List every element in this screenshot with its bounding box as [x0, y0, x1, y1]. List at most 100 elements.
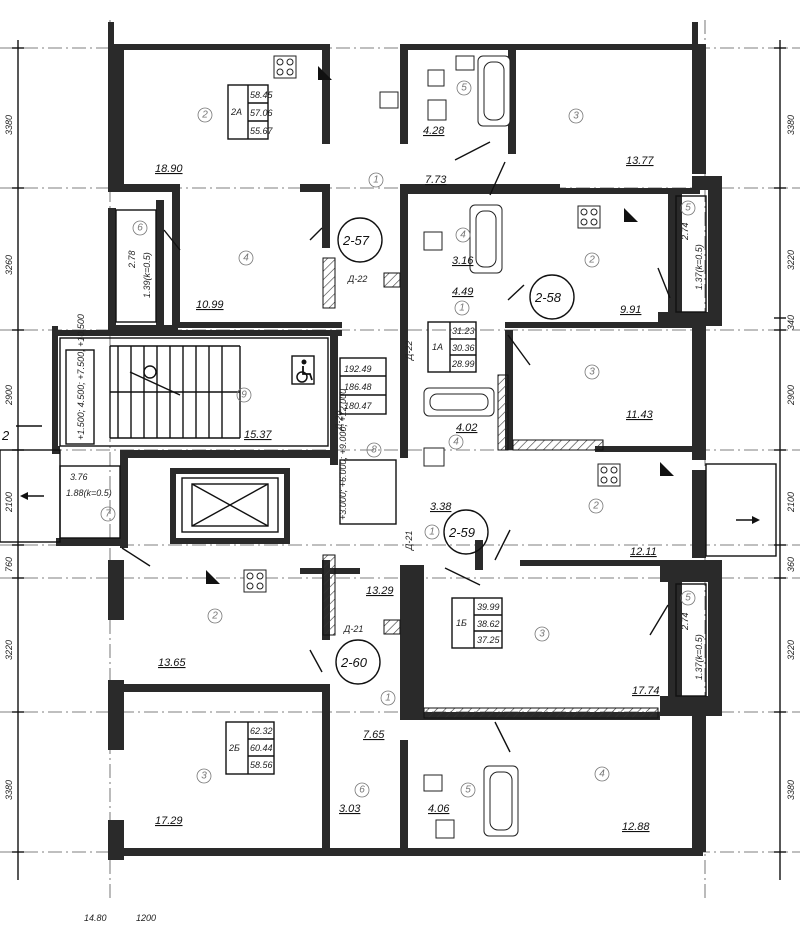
room-area: 3.03: [339, 803, 361, 815]
room-number: 4: [599, 769, 605, 780]
room-number: 6: [359, 785, 365, 796]
table-value: 28.99: [451, 359, 475, 369]
room-area: 17.74: [632, 685, 660, 697]
room-area: 4.28: [423, 125, 445, 137]
level-marks: +1.500; 4.500; +7.500; +10.500 +3.000; +…: [76, 314, 348, 520]
room-area: 3.16: [452, 255, 474, 267]
room-area: 13.65: [158, 657, 186, 669]
dimension: 3220: [4, 640, 14, 660]
door-mark: Д-21: [343, 624, 363, 634]
balcony-coef: 1.88(k=0.5): [66, 488, 112, 498]
room-area: 3.38: [430, 501, 452, 513]
room-number: 9: [241, 390, 247, 401]
door-mark: Д-22: [404, 341, 414, 361]
table-value: 38.62: [477, 619, 500, 629]
walls: [52, 22, 722, 860]
room-area: 7.65: [363, 729, 385, 741]
wheelchair-icon: [291, 355, 315, 385]
room-area: 9.91: [620, 304, 641, 316]
corridor-value: 192.49: [344, 364, 372, 374]
apartment-label: 2-58: [534, 290, 562, 305]
dimension: 3260: [4, 255, 14, 275]
room-number: 4: [460, 230, 466, 241]
dimension: 3220: [786, 640, 796, 660]
room-number: 5: [465, 785, 471, 796]
dimension: 3380: [786, 115, 796, 135]
table-value: 60.44: [250, 743, 273, 753]
balcony-coef: 1.37(k=0.5): [694, 244, 704, 290]
dimension: 2100: [786, 492, 796, 513]
door-mark: Д-21: [404, 531, 414, 551]
table-value: 58.56: [250, 760, 273, 770]
apartment-tables: 2A 58.45 57.06 55.67 1A 31.23 30.36 28.9…: [228, 90, 501, 770]
room-number: 4: [243, 253, 249, 264]
dimension: 3380: [4, 115, 14, 135]
door-mark: Д-20: [334, 411, 344, 431]
apartment-table-frames: [65, 84, 503, 775]
door-swings: [121, 141, 671, 753]
table-value: 39.99: [477, 602, 500, 612]
room-number: 1: [373, 175, 379, 186]
apartment-label: 2-60: [340, 655, 368, 670]
kitchen-stoves: [206, 55, 674, 593]
dimension: 340: [786, 315, 796, 330]
apartment-labels: 2-57 2-58 2-59 2-60: [340, 233, 562, 670]
dimension: 3380: [4, 780, 14, 800]
room-number: 3: [573, 111, 579, 122]
corridor-value: 186.48: [344, 382, 372, 392]
dimension: 3380: [786, 780, 796, 800]
table-value: 57.06: [250, 108, 273, 118]
apartment-markers: [335, 217, 575, 685]
lift-levels: +3.000; +6.000; +9.000; +12.000: [338, 389, 348, 520]
exit-arrows: [20, 492, 760, 524]
room-area: 4.49: [452, 286, 473, 298]
balcony-labels: 2.78 1.39(k=0.5) 2.74 1.37(k=0.5) 2.74 1…: [66, 222, 704, 680]
door-marks: Д-22 Д-22 Д-20 Д-21 Д-21: [334, 274, 414, 634]
dimensions-right: 3380 3220 340 2900 2100 360 3220 3380: [786, 115, 796, 800]
elevator: [181, 477, 279, 533]
table-type: 2A: [230, 107, 242, 117]
room-area: 12.88: [622, 821, 650, 833]
apartment-label: 2-59: [448, 525, 475, 540]
room-numbers: 2 3 5 1 6 4 4 2 1 5 9 3 4 8 1 2 7 2 3 5 …: [100, 80, 696, 798]
room-area: 15.37: [244, 429, 272, 441]
room-number: 3: [589, 367, 595, 378]
room-area: 17.29: [155, 815, 183, 827]
room-number: 5: [461, 83, 467, 94]
room-area: 4.06: [428, 803, 450, 815]
table-value: 30.36: [452, 343, 475, 353]
dimension: 2100: [4, 492, 14, 513]
room-area: 13.29: [366, 585, 394, 597]
balcony-area: 2.78: [127, 250, 137, 269]
table-type: 2Б: [228, 743, 240, 753]
dimension-lines: [12, 40, 786, 880]
table-type: 1Б: [456, 618, 467, 628]
dimension: 760: [4, 557, 14, 572]
balcony-coef: 1.39(k=0.5): [142, 252, 152, 298]
room-number: 6: [137, 223, 143, 234]
room-area: 11.43: [626, 409, 654, 421]
dimension: 2900: [4, 385, 14, 406]
dimension: 14.80: [84, 913, 107, 923]
dimension: 1200: [136, 913, 156, 923]
axis-marker: 2: [1, 425, 42, 443]
corridor-value: 180.47: [344, 401, 373, 411]
door-mark: Д-22: [347, 274, 367, 284]
table-value: 31.23: [452, 326, 475, 336]
room-area: 18.90: [155, 163, 183, 175]
room-number: 4: [453, 437, 459, 448]
dimension: 360: [786, 557, 796, 572]
table-value: 37.25: [477, 635, 501, 645]
room-number: 7: [105, 509, 111, 520]
bathroom-fixtures: [379, 55, 519, 839]
balcony-area: 2.74: [680, 612, 690, 631]
balcony-area: 2.74: [680, 222, 690, 241]
room-areas: 18.90 13.77 4.28 7.73 10.99 3.16 4.49 9.…: [155, 125, 660, 833]
room-area: 10.99: [196, 299, 224, 311]
staircase: [59, 337, 329, 447]
table-value: 58.45: [250, 90, 274, 100]
room-number: 3: [539, 629, 545, 640]
balcony-area: 3.76: [70, 472, 88, 482]
balcony-coef: 1.37(k=0.5): [694, 634, 704, 680]
